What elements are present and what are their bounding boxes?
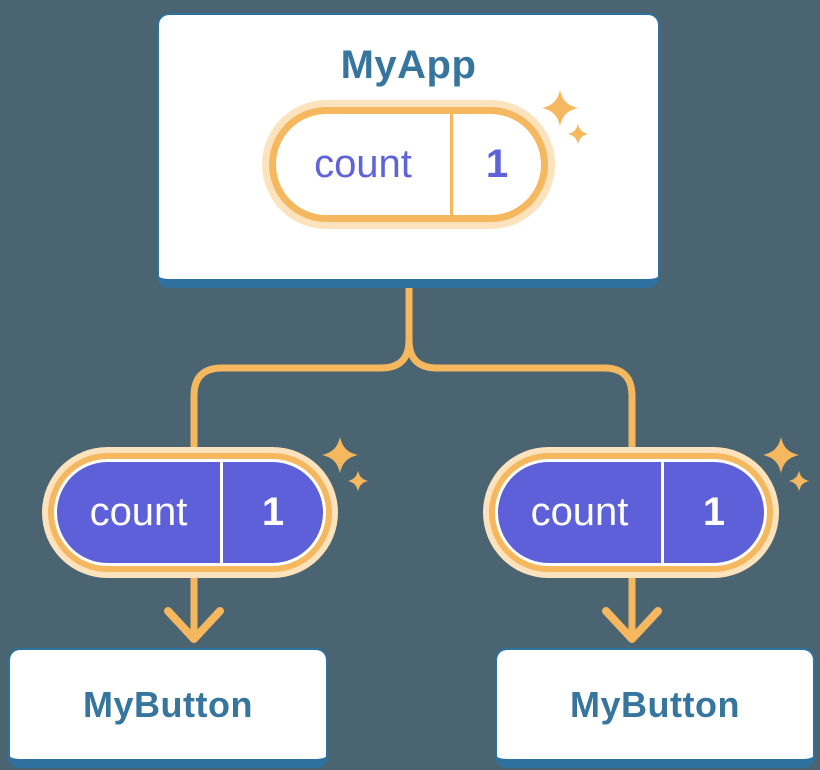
pill-value: 1 bbox=[485, 142, 509, 186]
component-card-mybutton-left: MyButton bbox=[8, 648, 328, 768]
connector-right-branch bbox=[405, 284, 636, 452]
pill-label: count bbox=[89, 490, 188, 534]
state-pill: count 1 bbox=[262, 90, 589, 229]
component-title: MyButton bbox=[570, 683, 740, 725]
state-pill-ring: count 1 bbox=[269, 107, 548, 222]
component-title: MyApp bbox=[340, 43, 477, 87]
arrow-down-left-icon bbox=[164, 570, 224, 643]
prop-pill-core: count 1 bbox=[57, 462, 323, 563]
pill-value: 1 bbox=[261, 490, 285, 534]
sparkle-icon bbox=[542, 90, 589, 145]
component-card-mybutton-right: MyButton bbox=[495, 648, 815, 768]
sparkle-icon bbox=[322, 437, 369, 492]
component-title: MyButton bbox=[83, 683, 253, 725]
arrow-down-right-icon bbox=[602, 570, 662, 643]
pill-label: count bbox=[530, 490, 629, 534]
prop-pill-left: count 1 bbox=[42, 437, 369, 578]
pill-divider bbox=[661, 462, 664, 563]
connector-left-branch bbox=[190, 284, 413, 452]
prop-pill-ring: count 1 bbox=[489, 453, 773, 572]
component-card-myapp: MyApp count 1 bbox=[157, 13, 660, 288]
sparkle-icon bbox=[763, 437, 810, 492]
pill-divider bbox=[220, 462, 223, 563]
prop-pill-core: count 1 bbox=[498, 462, 764, 563]
pill-label: count bbox=[314, 142, 412, 186]
pill-value: 1 bbox=[702, 490, 726, 534]
pill-divider bbox=[450, 114, 453, 215]
prop-pill-ring: count 1 bbox=[48, 453, 332, 572]
prop-pill-right: count 1 bbox=[483, 437, 810, 578]
